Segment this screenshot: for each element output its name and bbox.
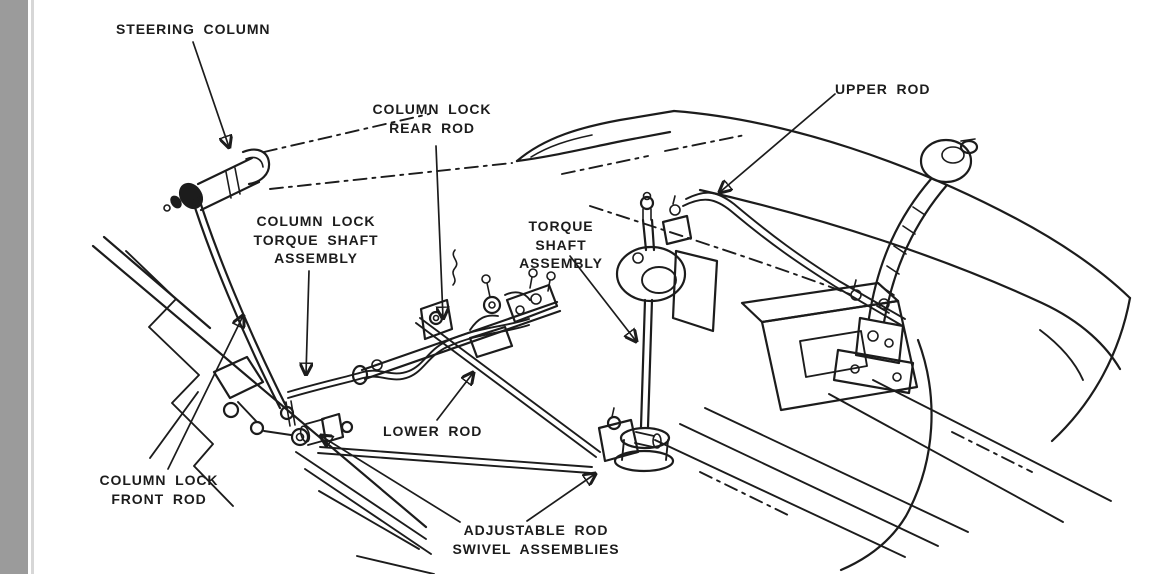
leader-lines <box>167 41 836 523</box>
label-torque-shaft-assembly: TORQUE SHAFT ASSEMBLY <box>519 218 603 271</box>
body-panel-left-art <box>91 235 435 574</box>
leader-torque-shaft-assembly <box>569 255 636 341</box>
leader-adjustable-swivel-right <box>526 474 595 522</box>
leader-lower-rod <box>436 373 473 421</box>
leader-upper-rod <box>720 93 836 192</box>
label-upper-rod: UPPER ROD <box>835 81 931 97</box>
rear-swivel-assembly-art <box>597 407 662 463</box>
leader-column-lock-torque-shaft-assembly <box>306 270 309 374</box>
column-lock-torque-shaft-art <box>351 268 562 386</box>
label-adjustable-rod-swivel-assemblies: ADJUSTABLE ROD SWIVEL ASSEMBLIES <box>452 522 620 557</box>
leader-column-lock-front-rod <box>167 316 243 470</box>
front-swivel-assembly-art <box>212 355 593 474</box>
column-lock-rear-rod-art <box>287 318 530 399</box>
lock-mechanism-art <box>468 274 531 359</box>
label-column-lock-rear-rod: COLUMN LOCK REAR ROD <box>372 101 492 136</box>
label-lower-rod: LOWER ROD <box>383 423 483 439</box>
label-column-lock-front-rod: COLUMN LOCK FRONT ROD <box>99 472 219 507</box>
leader-adjustable-swivel-left <box>321 436 461 523</box>
label-column-lock-torque-shaft-assembly: COLUMN LOCK TORQUE SHAFT ASSEMBLY <box>253 213 379 266</box>
leader-steering-column <box>192 41 229 147</box>
torque-shaft-assembly-art <box>613 191 719 473</box>
lower-rod-art <box>415 317 601 458</box>
tunnel-art <box>654 279 1112 572</box>
steering-column-art <box>163 113 513 286</box>
floor-pan-art <box>515 109 1132 443</box>
leader-column-lock-rear-rod <box>435 145 443 318</box>
label-steering-column: STEERING COLUMN <box>116 21 271 37</box>
page-margin-bar <box>0 0 31 574</box>
